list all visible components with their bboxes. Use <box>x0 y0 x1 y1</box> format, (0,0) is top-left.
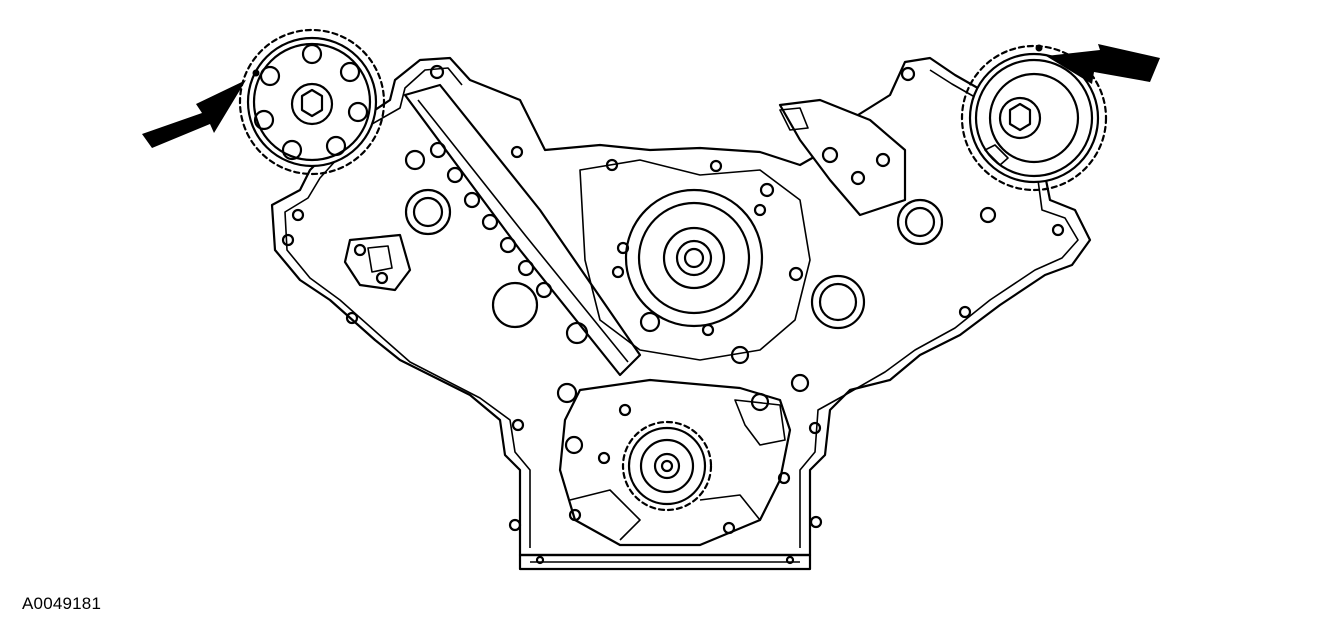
perimeter-bolt-holes <box>281 64 1065 565</box>
left-tensioner-bracket <box>343 233 412 292</box>
left-camshaft-sprocket <box>238 28 386 176</box>
figure-id-label: A0049181 <box>22 594 102 613</box>
right-chain-guide <box>778 98 907 217</box>
engine-block-outline <box>270 56 1092 571</box>
left-chain-guide <box>403 83 642 377</box>
water-pump-housing <box>579 158 811 393</box>
bore-openings <box>404 149 997 345</box>
right-timing-mark-arrow-icon <box>1046 44 1160 84</box>
crankshaft-sprocket <box>621 420 713 512</box>
right-camshaft-sprocket <box>960 44 1108 192</box>
oil-pump-assembly <box>558 378 792 547</box>
left-timing-mark-arrow-icon <box>142 80 246 148</box>
